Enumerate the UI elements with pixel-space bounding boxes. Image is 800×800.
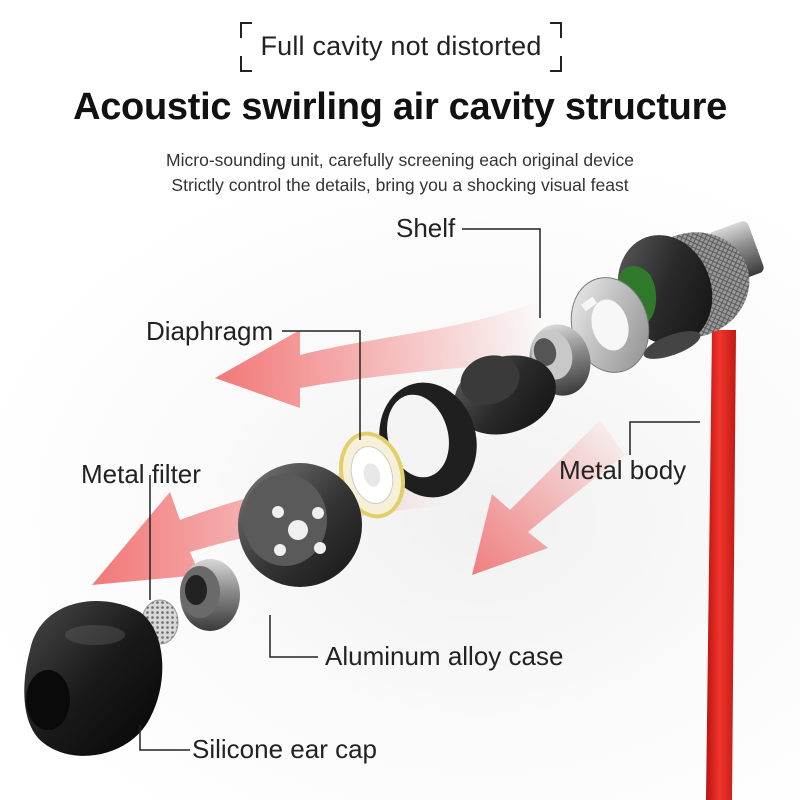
spacer-ring-part [379,382,477,498]
page-title: Acoustic swirling air cavity structure [73,86,727,128]
shim-washer-part [570,277,650,373]
label-diaphragm: Diaphragm [146,316,274,346]
tagline-badge: Full cavity not distorted [240,22,562,72]
tagline-text: Full cavity not distorted [260,31,542,61]
label-silicone-cap: Silicone ear cap [192,734,377,764]
silicone-cap-part [24,600,163,756]
subtitle-line-2: Strictly control the details, bring you … [171,175,629,195]
airflow-arrow-lower [472,420,625,575]
red-cable [706,330,736,800]
label-shelf: Shelf [396,213,456,243]
label-metal-filter: Metal filter [81,459,201,489]
subtitle-line-1: Micro-sounding unit, carefully screening… [166,150,634,170]
label-metal-body: Metal body [559,455,687,485]
magnet-disc-part [454,355,556,435]
shelf-part [529,324,591,396]
aluminum-case-part [238,463,362,587]
label-aluminum-case: Aluminum alloy case [325,641,564,671]
leader-lines [139,228,700,751]
nozzle-part [180,559,240,631]
diaphragm-part [339,431,405,519]
airflow-arrow-upper [215,300,540,408]
